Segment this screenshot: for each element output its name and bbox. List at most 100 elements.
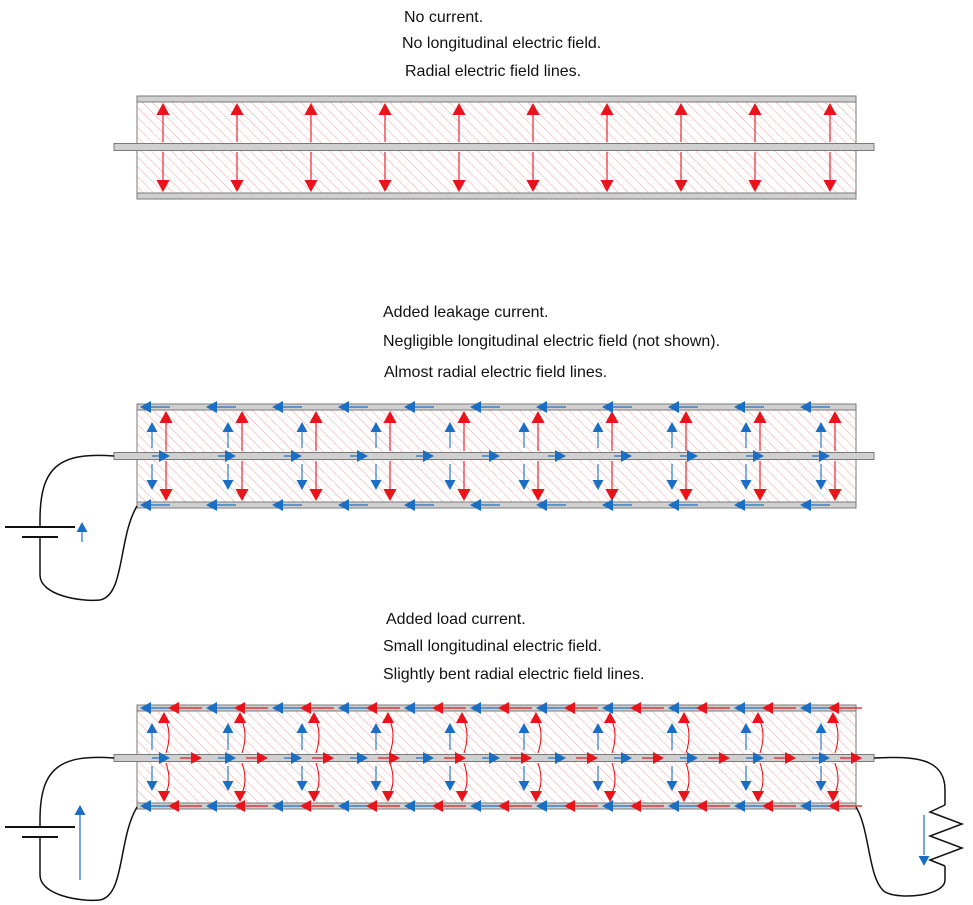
leakage-arrow-down xyxy=(592,781,604,791)
long-field-arrow xyxy=(300,701,311,715)
field-arrow-up xyxy=(309,411,323,423)
shield-current-arrow xyxy=(470,701,481,715)
caption-small-longitudinal-field: Small longitudinal electric field. xyxy=(383,638,602,655)
field-arrow-down xyxy=(452,180,466,192)
shield-current-arrow xyxy=(470,400,481,414)
bent-field-line xyxy=(463,720,468,754)
leakage-arrow-down xyxy=(222,781,234,791)
field-arrow-down xyxy=(455,791,469,802)
shield-current-arrow xyxy=(536,701,547,715)
inner-conductor xyxy=(113,143,875,151)
leakage-arrow-up xyxy=(222,422,234,432)
leakage-arrow-down xyxy=(740,480,752,490)
long-field-arrow xyxy=(564,799,575,813)
long-field-arrow xyxy=(828,799,839,813)
bent-field-line xyxy=(463,762,468,794)
shield-current-arrow xyxy=(668,498,679,512)
bent-field-line xyxy=(611,762,616,794)
leakage-arrow-up xyxy=(666,422,678,432)
field-arrow-down xyxy=(383,489,397,501)
bent-field-line xyxy=(685,720,690,754)
bent-field-line xyxy=(315,762,320,794)
leakage-arrow-down xyxy=(740,781,752,791)
field-arrow-up xyxy=(378,103,392,115)
long-field-arrow xyxy=(498,701,509,715)
core-current-arrow xyxy=(687,449,698,463)
long-field-arrow xyxy=(257,751,268,765)
core-current-arrow xyxy=(489,449,500,463)
shield-current-arrow xyxy=(536,498,547,512)
shield-current-arrow xyxy=(470,498,481,512)
leakage-arrow-up xyxy=(666,723,678,733)
leakage-arrow-up xyxy=(146,422,158,432)
shield-current-arrow xyxy=(602,498,613,512)
shield-current-arrow xyxy=(140,498,151,512)
field-arrow-up xyxy=(455,712,469,723)
field-arrow-down xyxy=(304,180,318,192)
core-current-arrow xyxy=(291,751,302,765)
core-current-arrow xyxy=(621,751,632,765)
long-field-arrow xyxy=(564,701,575,715)
long-field-arrow xyxy=(168,701,179,715)
bent-field-line xyxy=(834,762,839,794)
long-field-arrow xyxy=(696,701,707,715)
field-arrow-down xyxy=(378,180,392,192)
shield-current-arrow xyxy=(734,400,745,414)
field-arrow-down xyxy=(531,489,545,501)
leakage-arrow-down xyxy=(666,781,678,791)
long-field-arrow xyxy=(762,799,773,813)
long-field-arrow xyxy=(234,701,245,715)
field-arrow-up xyxy=(381,712,395,723)
caption-radial-field-lines: Radial electric field lines. xyxy=(405,63,582,80)
caption-negligible-longitudinal-field: Negligible longitudinal electric field (… xyxy=(383,333,721,350)
core-current-arrow xyxy=(555,751,566,765)
leakage-arrow-down xyxy=(444,781,456,791)
caption-no-current: No current. xyxy=(404,9,484,26)
bent-field-line xyxy=(241,762,246,794)
core-current-arrow xyxy=(819,751,830,765)
bent-field-line xyxy=(389,762,394,794)
field-arrow-up xyxy=(159,411,173,423)
core-current-arrow xyxy=(489,751,500,765)
field-arrow-down xyxy=(603,791,617,802)
leakage-arrow-down xyxy=(444,480,456,490)
bent-field-line xyxy=(611,720,616,754)
shield-current-arrow xyxy=(206,498,217,512)
load-wire-bottom xyxy=(855,806,946,897)
shield-current-arrow xyxy=(140,701,151,715)
shield-current-arrow xyxy=(800,498,811,512)
cable-leakage-current xyxy=(113,400,875,512)
outer-shield-bottom xyxy=(136,192,857,200)
field-arrow-up xyxy=(823,103,837,115)
field-arrow-up xyxy=(157,712,171,723)
shield-current-arrow xyxy=(272,701,283,715)
shield-current-arrow xyxy=(668,400,679,414)
core-current-arrow xyxy=(291,449,302,463)
field-arrow-down xyxy=(529,791,543,802)
leakage-arrow-down xyxy=(370,480,382,490)
long-field-arrow xyxy=(762,701,773,715)
shield-current-arrow xyxy=(800,701,811,715)
long-field-arrow xyxy=(696,799,707,813)
shield-current-arrow xyxy=(206,701,217,715)
bent-field-line xyxy=(834,720,839,754)
caption-slightly-bent-field-lines: Slightly bent radial electric field line… xyxy=(383,666,645,683)
shield-current-arrow xyxy=(338,400,349,414)
field-arrow-down xyxy=(307,791,321,802)
shield-current-arrow xyxy=(140,799,151,813)
long-field-arrow xyxy=(432,701,443,715)
leakage-arrow-down xyxy=(815,480,827,490)
shield-current-arrow xyxy=(404,799,415,813)
field-arrow-down xyxy=(157,791,171,802)
shield-current-arrow xyxy=(404,701,415,715)
core-current-arrow xyxy=(357,449,368,463)
leakage-arrow-up xyxy=(592,422,604,432)
long-field-arrow xyxy=(653,751,664,765)
core-current-arrow xyxy=(555,449,566,463)
field-arrow-up xyxy=(679,411,693,423)
caption-added-leakage-current: Added leakage current. xyxy=(383,304,549,321)
shield-current-arrow xyxy=(800,400,811,414)
field-arrow-down xyxy=(826,791,840,802)
long-field-arrow xyxy=(432,799,443,813)
